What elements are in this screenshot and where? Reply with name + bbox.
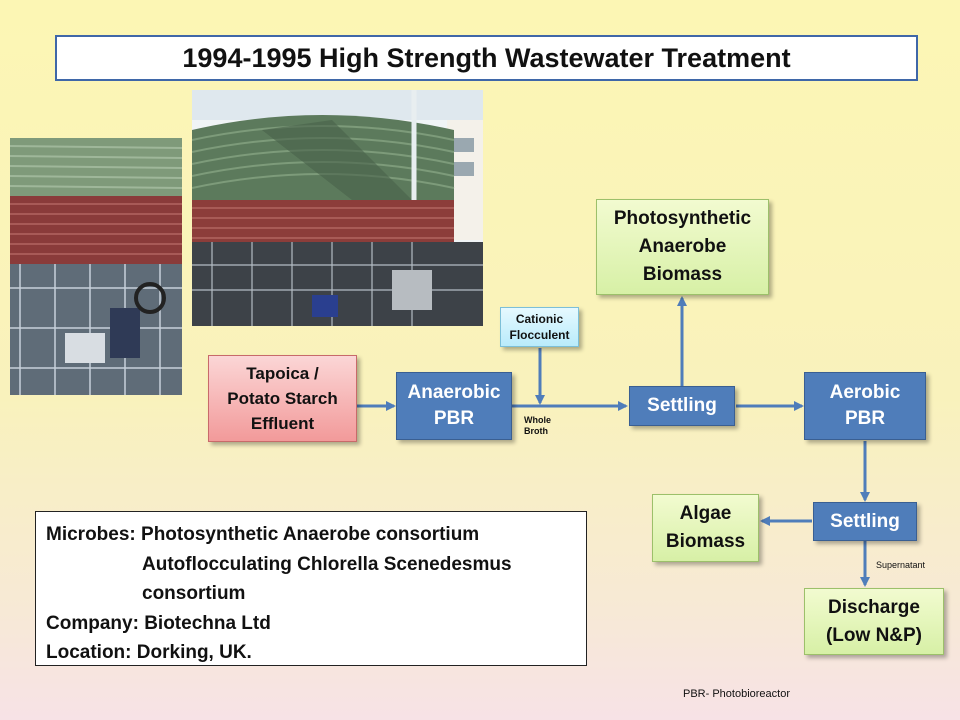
whole-broth-label: Whole Broth xyxy=(524,415,551,437)
settling-box-2: Settling xyxy=(813,502,917,541)
microbes-label: Microbes: xyxy=(46,524,136,545)
tapioca-line-3: Effluent xyxy=(250,414,315,433)
location-value: Dorking, UK. xyxy=(136,642,252,663)
project-info-box: Microbes: Photosynthetic Anaerobe consor… xyxy=(35,511,587,666)
whole-broth-line-1: Whole xyxy=(524,415,551,425)
supernatant-label: Supernatant xyxy=(876,560,926,570)
photosynthetic-line-2: Anaerobe xyxy=(638,236,727,257)
discharge-line-1: Discharge xyxy=(828,596,920,618)
anaerobic-line-2: PBR xyxy=(433,408,475,429)
tapioca-effluent-box: Tapoica / Potato Starch Effluent xyxy=(208,355,357,442)
aerobic-pbr-box: Aerobic PBR xyxy=(804,372,926,440)
reactor-photo-left xyxy=(10,138,182,395)
algae-biomass-box: Algae Biomass xyxy=(652,494,759,562)
cationic-line-1: Cationic xyxy=(515,312,564,326)
whole-broth-line-2: Broth xyxy=(524,426,548,436)
aerobic-line-1: Aerobic xyxy=(829,382,901,403)
microbes-line-1: Photosynthetic Anaerobe consortium xyxy=(141,524,480,545)
reactor-photo-right xyxy=(192,90,483,326)
microbes-line-2: Autoflocculating Chlorella Scenedesmus xyxy=(142,553,512,575)
photosynthetic-line-3: Biomass xyxy=(642,264,723,285)
pbr-footnote: PBR- Photobioreactor xyxy=(683,688,790,700)
slide-title: 1994-1995 High Strength Wastewater Treat… xyxy=(55,35,918,81)
photosynthetic-biomass-box: Photosynthetic Anaerobe Biomass xyxy=(596,199,769,295)
settling-box-1: Settling xyxy=(629,386,735,426)
cationic-line-2: Flocculent xyxy=(509,328,570,342)
discharge-box: Discharge (Low N&P) xyxy=(804,588,944,655)
photosynthetic-line-1: Photosynthetic xyxy=(613,208,752,229)
cationic-flocculent-box: Cationic Flocculent xyxy=(500,307,579,347)
tapioca-line-1: Tapoica / xyxy=(246,364,319,383)
discharge-line-2: (Low N&P) xyxy=(825,624,923,646)
algae-line-1: Algae xyxy=(679,503,732,524)
company-label: Company: xyxy=(46,612,139,634)
anaerobic-pbr-box: Anaerobic PBR xyxy=(396,372,512,440)
company-value: Biotechna Ltd xyxy=(144,612,271,634)
aerobic-line-2: PBR xyxy=(844,408,886,429)
tapioca-line-2: Potato Starch xyxy=(227,389,338,408)
algae-line-2: Biomass xyxy=(665,531,746,552)
location-label: Location: xyxy=(46,642,132,663)
microbes-line-3: consortium xyxy=(142,583,246,604)
anaerobic-line-1: Anaerobic xyxy=(407,382,501,403)
